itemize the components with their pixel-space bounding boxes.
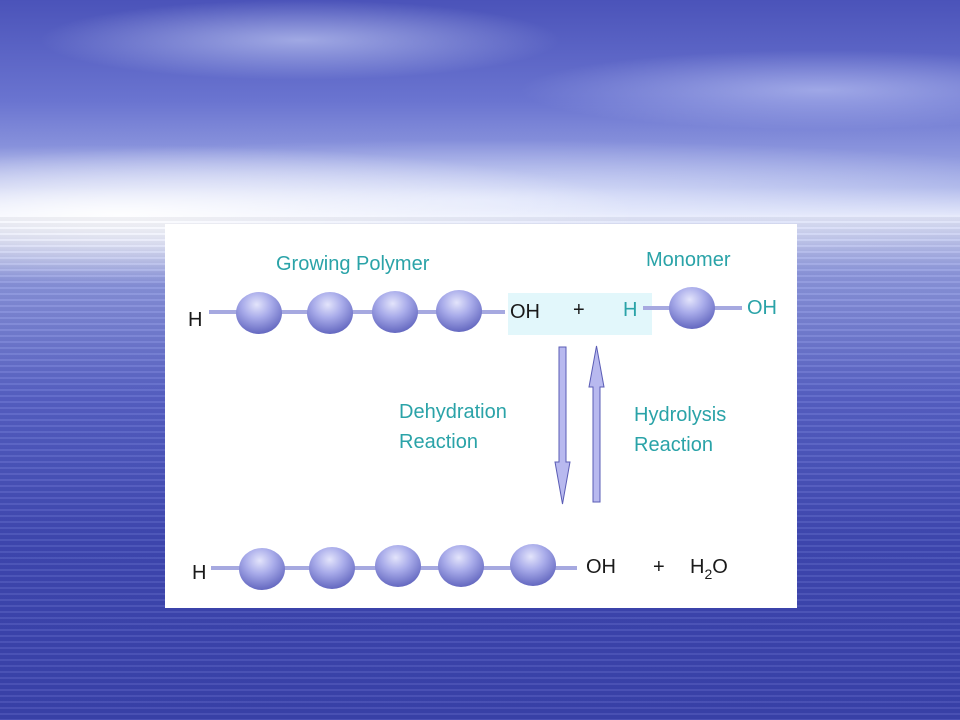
reaction-diagram: Growing Polymer H OH + Monomer H OH Dehy… [165,224,797,608]
monomer-bead [669,287,715,329]
monomer-bead [372,291,418,333]
dehydration-label-line1: Dehydration [399,401,507,423]
monomer-oh-end: OH [747,297,777,319]
water-formula: H2O [690,556,728,582]
growing-polymer-chain [209,290,505,334]
growing-polymer-title: Growing Polymer [276,253,430,275]
product-oh-end: OH [586,556,616,578]
reacting-groups-highlight [508,293,652,335]
hydrolysis-label-line2: Reaction [634,434,713,456]
monomer-bead [436,290,482,332]
monomer-title: Monomer [646,249,731,271]
monomer-unit [643,287,742,329]
monomer-bead [309,547,355,589]
extended-polymer-chain [211,544,577,590]
monomer-bead [375,545,421,587]
monomer-bead [307,292,353,334]
dehydration-arrow [554,346,571,505]
plus-sign: + [573,299,585,321]
product-h-end: H [192,562,207,584]
polymer-h-end: H [188,309,203,331]
monomer-h-end: H [623,299,638,321]
diagram-graphics [209,287,742,590]
plus-sign-bottom: + [653,556,665,578]
monomer-bead [510,544,556,586]
dehydration-label-line2: Reaction [399,431,478,453]
monomer-bead [239,548,285,590]
monomer-bead [438,545,484,587]
hydrolysis-label-line1: Hydrolysis [634,404,727,426]
monomer-bead [236,292,282,334]
hydrolysis-arrow [588,345,605,503]
polymer-oh-end: OH [510,301,540,323]
